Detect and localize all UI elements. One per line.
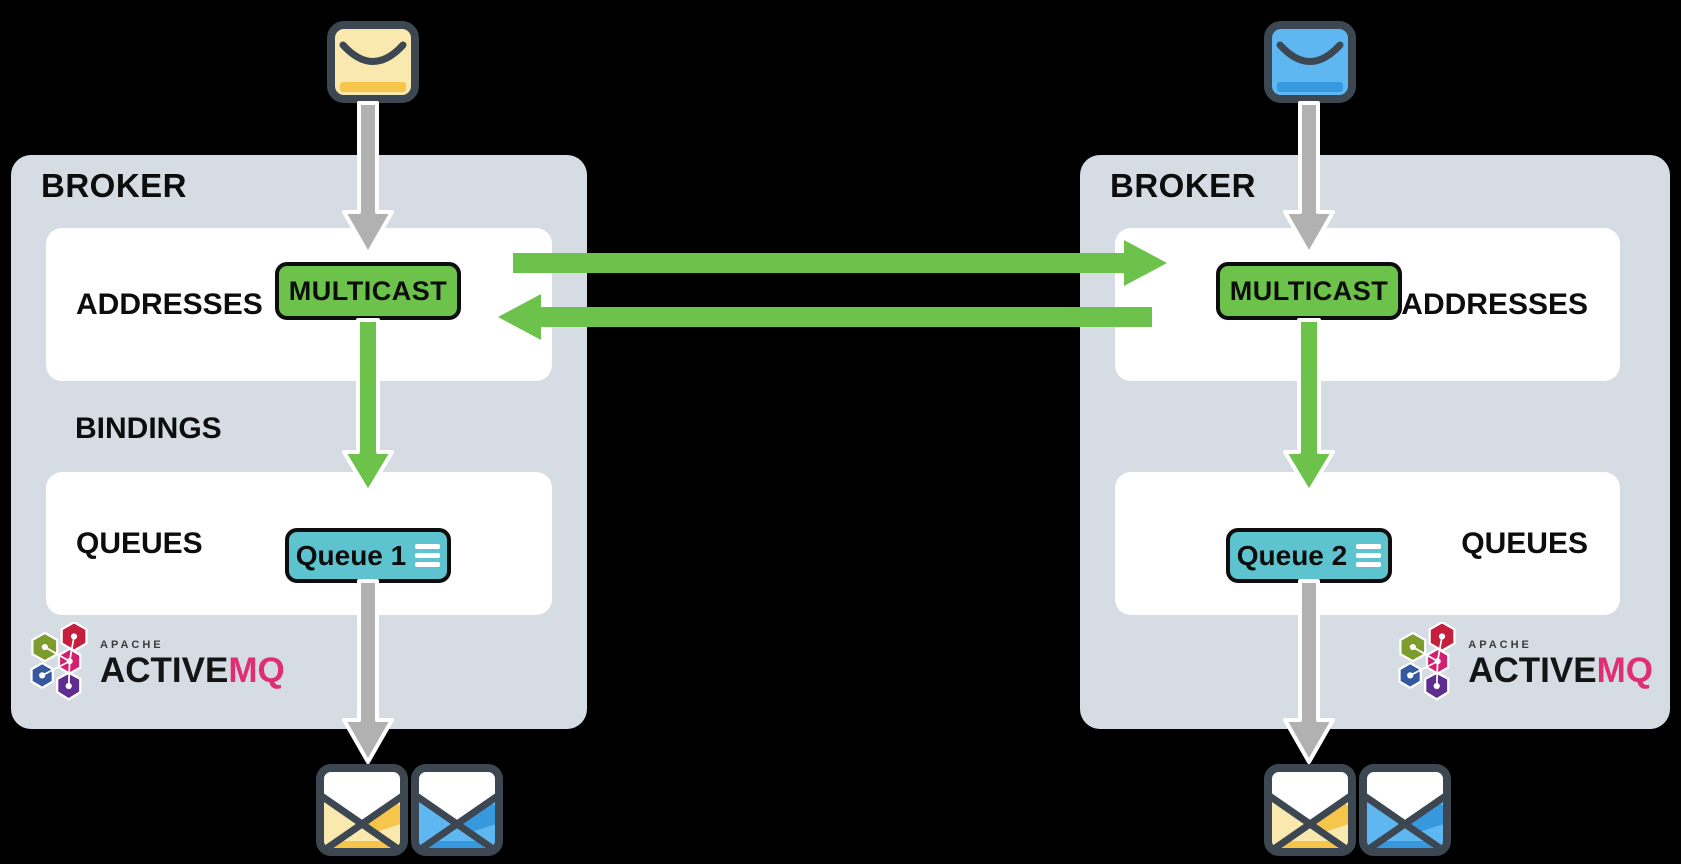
apache-wordmark: APACHE <box>1468 638 1532 651</box>
addresses-panel: ADDRESSES MULTICAST <box>46 228 552 381</box>
bindings-label: BINDINGS <box>75 412 222 445</box>
queues-label: QUEUES <box>1461 526 1588 560</box>
yellow-open-envelope-icon <box>1263 763 1357 862</box>
multicast-address-node: MULTICAST <box>1216 262 1402 320</box>
multicast-label: MULTICAST <box>288 275 448 306</box>
addresses-label: ADDRESSES <box>76 287 263 321</box>
broker-panel-right: BROKER MULTICAST ADDRESSES Queue 2 QUEUE… <box>1080 155 1670 729</box>
queues-label: QUEUES <box>76 526 203 560</box>
queue-label: Queue 1 <box>295 539 407 571</box>
queue-node: Queue 2 <box>1226 528 1392 583</box>
broker-title: BROKER <box>41 167 188 204</box>
addresses-label: ADDRESSES <box>1401 287 1588 321</box>
yellow-envelope-icon <box>326 20 420 109</box>
broker-title: BROKER <box>1110 167 1257 204</box>
queues-panel: QUEUES Queue 1 <box>46 472 552 615</box>
queues-panel: Queue 2 QUEUES <box>1115 472 1620 615</box>
activemq-wordmark: ACTIVEMQ <box>1468 650 1653 690</box>
queue-lines-icon <box>415 544 441 567</box>
blue-open-envelope-icon <box>1358 763 1452 862</box>
queue-lines-icon <box>1356 544 1382 567</box>
multicast-label: MULTICAST <box>1229 275 1389 306</box>
broker-panel-left: BROKER ADDRESSES MULTICAST BINDINGS QUEU… <box>11 155 587 729</box>
yellow-open-envelope-icon <box>315 763 409 862</box>
multicast-address-node: MULTICAST <box>275 262 461 320</box>
apache-wordmark: APACHE <box>100 638 164 651</box>
federation-arrow-left <box>498 294 1152 340</box>
federation-arrow-right <box>513 240 1167 286</box>
activemq-logo: APACHE ACTIVEMQ <box>28 622 285 704</box>
activemq-logo: APACHE ACTIVEMQ <box>1396 622 1653 704</box>
activemq-hexagon-icon <box>1398 622 1456 701</box>
blue-envelope-icon <box>1263 20 1357 109</box>
activemq-wordmark: ACTIVEMQ <box>100 650 285 690</box>
blue-open-envelope-icon <box>410 763 504 862</box>
activemq-hexagon-icon <box>30 622 88 701</box>
queue-label: Queue 2 <box>1236 539 1348 571</box>
addresses-panel: MULTICAST ADDRESSES <box>1115 228 1620 381</box>
queue-node: Queue 1 <box>285 528 451 583</box>
